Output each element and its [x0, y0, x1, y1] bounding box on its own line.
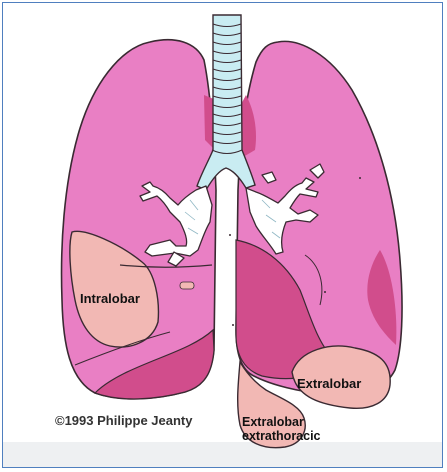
copyright-notice: ©1993 Philippe Jeanty [55, 414, 192, 428]
label-extrathoracic-line2: extrathoracic [242, 429, 321, 443]
label-intralobar: Intralobar [80, 292, 140, 306]
right-lung-small-patch [180, 282, 194, 289]
label-extrathoracic-line1: Extralobar [242, 415, 321, 429]
label-extralobar: Extralobar [297, 377, 361, 391]
label-extralobar-extrathoracic: Extralobar extrathoracic [242, 415, 321, 444]
